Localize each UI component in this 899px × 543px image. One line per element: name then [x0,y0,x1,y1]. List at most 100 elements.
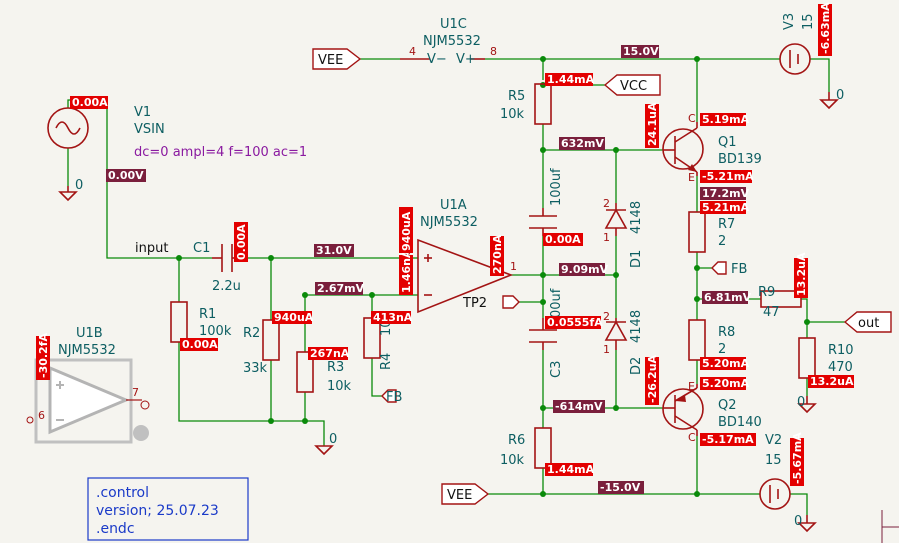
r6-resistor[interactable] [534,427,552,469]
q2-transistor[interactable] [662,384,704,436]
r5-resistor[interactable] [534,83,552,125]
probe-current-label: -5.67mA [791,432,804,484]
probe-current-label: 940uA [400,211,413,251]
probe-current-label: -30.2fA [37,333,50,378]
r4-ref: R4 [379,353,394,370]
u1b-opamp[interactable] [26,358,150,444]
probe-voltage-label: -614mV [555,400,603,413]
c1-ref: C1 [193,241,210,256]
net-out[interactable]: out [843,311,892,333]
c3-capacitor[interactable] [529,318,557,350]
probe-current-label: 1.44mA [547,73,595,86]
u1a-ref: U1A [440,198,467,213]
u1a-pin1: 1 [510,260,517,273]
r8-value: 2 [718,342,726,357]
u1a-value: NJM5532 [420,215,478,230]
r8-ref: R8 [718,325,735,340]
net-fb-right-label: FB [731,262,747,277]
r10-resistor[interactable] [798,337,816,379]
u1a-opamp[interactable] [417,238,514,314]
r1-resistor[interactable] [170,301,188,343]
u1b-ref: U1B [76,326,103,341]
u1c-vminus: V− [427,52,447,67]
r1-ref: R1 [199,307,216,322]
v1-params: dc=0 ampl=4 f=100 ac=1 [134,145,307,160]
junctions [176,56,810,497]
r1-value: 100k [199,324,232,339]
d2-pin1: 1 [603,343,610,356]
net-vee-bottom-label: VEE [447,488,472,503]
probe-current-label: -26.2uA [646,354,659,403]
probe-current-label: 1.44mA [547,463,595,476]
c1-value: 2.2u [212,279,241,294]
r10-value: 470 [828,360,853,375]
probe-current-label: 24.1uA [646,102,659,146]
r7-value: 2 [718,234,726,249]
r9-value: 47 [763,305,780,320]
probe-current-label: -5.21mA [702,170,754,183]
d1-pin1: 1 [603,231,610,244]
c3-ref: C3 [549,361,564,378]
c2-value: 100uf [549,168,564,206]
probe-current-label: -5.17mA [702,433,754,446]
net-vcc-label: VCC [620,79,647,94]
sheet-border-mark [881,510,899,543]
probe-voltage-label: 17.2mV [702,187,750,200]
net-vee-top[interactable]: VEE [312,48,362,70]
c3-value: 00uf [549,288,564,318]
q1-transistor[interactable] [662,122,704,176]
probe-current-label: 0.0555fA [547,316,603,329]
probe-voltage-label: 6.81mV [704,291,752,304]
q2-pin-e: E [688,380,695,393]
probe-voltage-label: 15.0V [623,45,659,58]
spice-control-block[interactable]: .control version; 25.07.23 .endc [87,477,249,541]
net-fb-left[interactable]: FB [381,389,402,405]
r7-resistor[interactable] [688,211,706,253]
d2-diode[interactable] [604,318,628,350]
probe-current-label: 5.20mA [702,357,750,370]
ground-symbols [58,92,839,533]
r2-resistor[interactable] [262,319,280,361]
r8-resistor[interactable] [688,319,706,361]
r3-resistor[interactable] [296,351,314,393]
probe-current-label: 0.00A [545,233,581,246]
v3-ref: V3 [782,13,797,30]
u1b-pin6: 6 [38,409,45,422]
r2-ref: R2 [243,326,260,341]
net-out-label: out [858,316,879,331]
net-vcc[interactable]: VCC [603,74,661,96]
net-vee-top-label: VEE [318,53,343,68]
d2-ref: D2 [629,357,644,375]
r6-value: 10k [500,453,525,468]
u1c-vplus: V+ [456,52,476,67]
u1c-pin4: 4 [409,45,416,58]
v1-sine-source[interactable] [47,107,89,149]
u1c-pin8: 8 [490,45,497,58]
u1c-value: NJM5532 [423,34,481,49]
probe-current-label: -6.63mA [819,2,832,54]
probe-current-label: 13.2uA [810,375,854,388]
net-tp2-label: TP2 [462,296,487,311]
r9-ref: R9 [758,285,775,300]
probe-voltage-label: 2.67mV [317,282,365,295]
net-fb-right[interactable]: FB [711,261,747,277]
q1-pin-c: C [688,112,696,125]
c2-capacitor[interactable] [529,208,557,236]
probe-current-label: 267nA [310,347,350,360]
probe-voltage-label: -15.0V [600,481,641,494]
d1-diode[interactable] [604,203,628,236]
probe-current-label: 0.00A [235,224,248,260]
net-tp2[interactable]: TP2 [462,295,520,311]
d2-pin2: 2 [603,310,610,323]
d2-value: 4148 [629,310,644,343]
net-vee-bottom[interactable]: VEE [441,483,490,505]
probe-voltage-label: 31.0V [316,244,352,257]
probe-current-label: 13.2uA [795,252,808,296]
probe-current-label: 5.21mA [702,201,750,214]
v3-value: 15 [801,13,816,30]
v3-dc-source[interactable] [779,43,811,75]
control-line: .control [96,485,149,501]
r9-resistor[interactable] [760,290,802,308]
v2-dc-source[interactable] [759,478,791,510]
